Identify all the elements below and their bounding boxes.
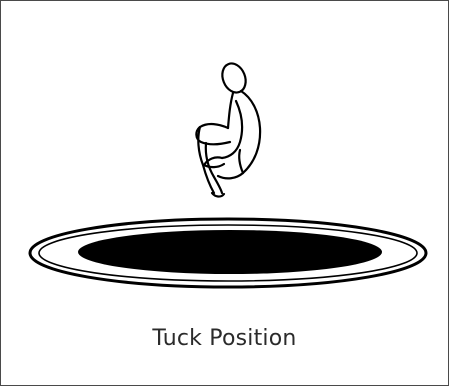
jumper-head bbox=[218, 60, 250, 96]
jumper-thigh bbox=[196, 124, 230, 144]
trampoline-mat bbox=[78, 230, 382, 274]
jumper-back bbox=[218, 91, 260, 178]
tucked-jumper-figure bbox=[196, 60, 260, 197]
caption-label: Tuck Position bbox=[0, 326, 449, 351]
jumper-chest bbox=[228, 93, 233, 128]
jumper-seat bbox=[239, 150, 243, 173]
trampoline bbox=[30, 219, 426, 287]
